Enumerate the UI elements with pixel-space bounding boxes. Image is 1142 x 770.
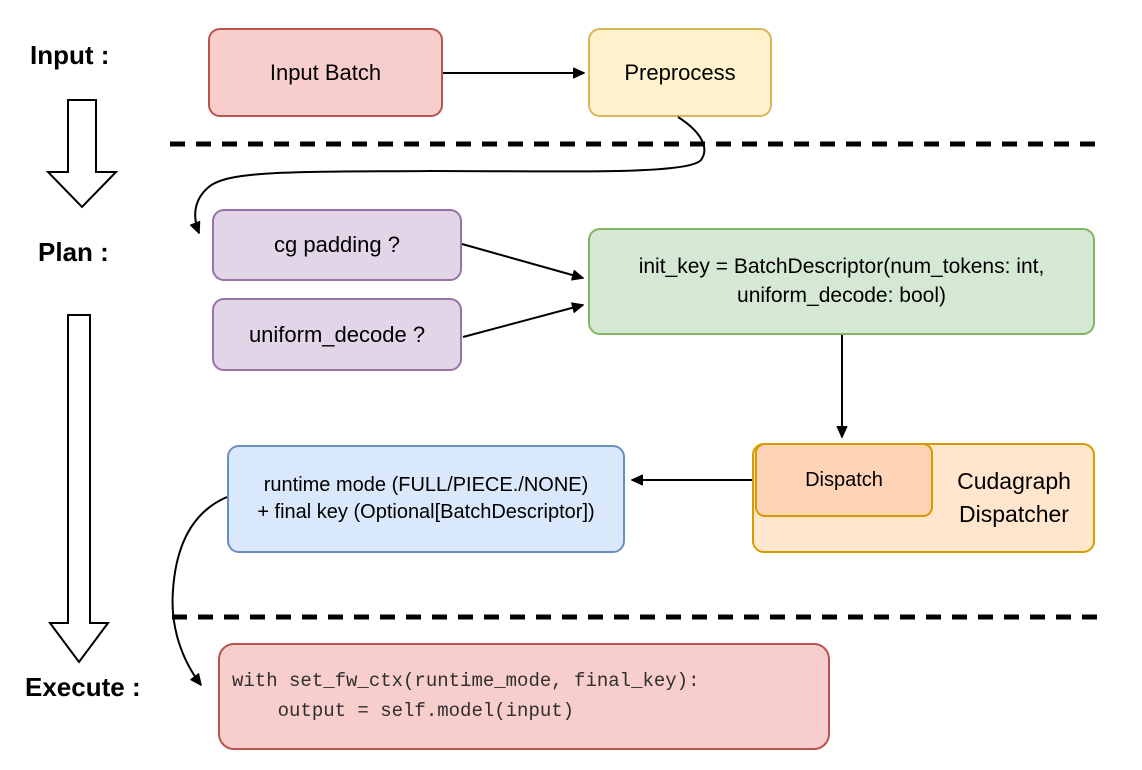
execute-code-line1: with set_fw_ctx(runtime_mode, final_key)… (232, 670, 700, 693)
preprocess-label: Preprocess (624, 59, 736, 85)
node-dispatch: Dispatch (755, 443, 933, 517)
hollow-arrow-plan-to-execute (48, 314, 110, 664)
node-cg-padding: cg padding ? (212, 209, 462, 281)
cudagraph-dispatcher-label: Cudagraph Dispatcher (933, 458, 1095, 538)
execute-code-line2: output = self.model(input) (232, 699, 575, 722)
node-preprocess: Preprocess (588, 28, 772, 117)
input-batch-label: Input Batch (269, 59, 382, 85)
dispatch-label: Dispatch (805, 468, 883, 491)
hollow-arrow-input-to-plan (45, 99, 119, 209)
node-runtime-result: runtime mode (FULL/PIECE./NONE) + final … (227, 445, 625, 553)
node-execute-code: with set_fw_ctx(runtime_mode, final_key)… (218, 643, 830, 750)
runtime-result-line2: + final key (Optional[BatchDescriptor]) (257, 501, 595, 523)
arrow-cg-padding-to-init-key (461, 243, 584, 281)
arrow-uniform-decode-to-init-key (462, 302, 584, 338)
stage-label-execute: Execute : (25, 672, 141, 702)
cudagraph-dispatcher-line2: Dispatcher (959, 501, 1069, 527)
init-key-line2: uniform_decode: bool) (737, 283, 946, 307)
runtime-result-line1: runtime mode (FULL/PIECE./NONE) (263, 474, 589, 496)
uniform-decode-label: uniform_decode ? (248, 321, 426, 347)
node-uniform-decode: uniform_decode ? (212, 298, 462, 371)
cg-padding-label: cg padding ? (274, 232, 400, 258)
stage-label-plan: Plan : (38, 237, 109, 267)
stage-label-input: Input : (30, 40, 110, 70)
init-key-line1: init_key = BatchDescriptor(num_tokens: i… (638, 255, 1045, 279)
node-input-batch: Input Batch (208, 28, 443, 117)
cudagraph-dispatcher-line1: Cudagraph (957, 467, 1071, 494)
node-init-key: init_key = BatchDescriptor(num_tokens: i… (588, 228, 1095, 335)
